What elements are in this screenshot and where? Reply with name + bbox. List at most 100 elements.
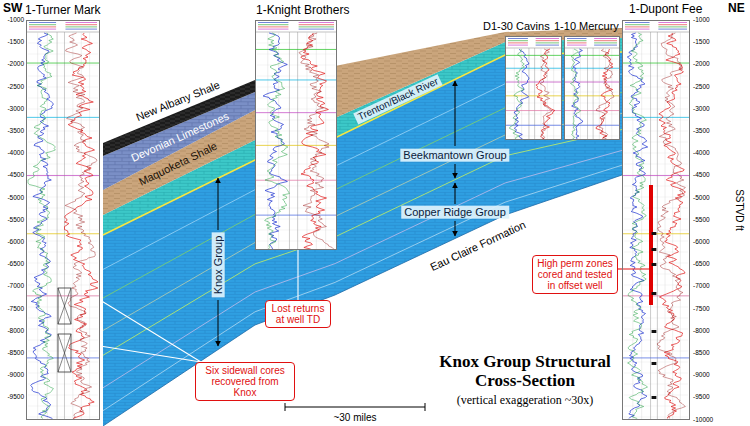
log-scale: [536, 38, 559, 39]
log-grid: [325, 32, 326, 249]
log-header-rule: [622, 32, 690, 33]
log-curve: [628, 33, 648, 419]
depth-tick-label: -1000: [7, 16, 24, 23]
depth-tick-label: -2500: [7, 83, 24, 90]
log-grid: [28, 197, 98, 198]
depth-tick-label: -9500: [693, 394, 710, 401]
well-log: [26, 20, 100, 420]
depth-tick-label: -9000: [693, 371, 710, 378]
track-divider: [297, 32, 298, 249]
log-grid: [28, 395, 98, 396]
log-scale: [65, 26, 97, 27]
log-grid: [267, 32, 268, 249]
formation-top: [505, 95, 562, 96]
log-grid: [507, 92, 560, 93]
depth-tick-label: -1500: [7, 38, 24, 45]
scale-label: ~30 miles: [333, 412, 376, 424]
group-arrow: [455, 221, 456, 236]
depth-tick-label: -8000: [693, 327, 710, 334]
log-scale: [29, 29, 56, 30]
log-scale: [65, 29, 97, 30]
log-scale: [594, 45, 617, 46]
group-label: Copper Ridge Group: [401, 206, 509, 219]
depth-tick-label: -7000: [7, 283, 24, 290]
log-curve: [540, 49, 552, 139]
log-scale: [508, 42, 528, 43]
formation-top: [622, 117, 690, 118]
log-grid: [257, 87, 335, 88]
group-label: Knox Group: [212, 233, 225, 298]
log-grid: [624, 65, 688, 66]
axis-title: SSTVD ft: [733, 189, 745, 231]
well-name: 1-Knight Brothers: [256, 3, 349, 17]
log-header-rule: [26, 32, 100, 33]
log-grid: [28, 87, 98, 88]
leader-line: [100, 300, 201, 362]
log-grid: [28, 263, 98, 264]
track-divider: [57, 32, 58, 419]
log-scale: [258, 24, 288, 25]
caption: (vertical exaggeration ~30x): [430, 393, 620, 407]
log-panel: [564, 36, 620, 140]
formation-base: [103, 175, 622, 426]
log-grid: [624, 219, 688, 220]
log-grid: [665, 32, 666, 419]
depth-tick-label: -6000: [693, 238, 710, 245]
log-scale: [658, 26, 687, 27]
callout-box: Lost returns at well TD: [265, 300, 331, 328]
depth-tick-label: -4500: [7, 172, 24, 179]
log-curve: [65, 33, 99, 419]
depth-tick-label: -7500: [693, 305, 710, 312]
log-grid: [624, 186, 688, 187]
log-grid: [28, 417, 98, 418]
title: Knox Group Structural Cross-Section: [430, 352, 620, 390]
depth-tick-label: -9000: [7, 371, 24, 378]
log-scale: [536, 42, 559, 43]
log-scale: [29, 26, 56, 27]
log-grid: [624, 329, 688, 330]
log-scale: [625, 24, 650, 25]
correlation-line: [103, 130, 622, 356]
log-curve: [596, 49, 614, 139]
log-grid: [316, 32, 317, 249]
formation-top: [255, 215, 337, 216]
group-arrow: [455, 81, 456, 146]
depth-marker: [652, 396, 657, 399]
log-grid: [257, 175, 335, 176]
log-grid: [624, 373, 688, 374]
log-grid: [28, 76, 98, 77]
log-grid: [257, 120, 335, 121]
depth-marker: [652, 263, 657, 266]
depth-tick-label: -7000: [693, 283, 710, 290]
leader-line: [622, 269, 649, 270]
log-grid: [624, 131, 688, 132]
core-interval: [58, 334, 71, 372]
log-grid: [566, 92, 618, 93]
strata: [103, 28, 622, 426]
depth-tick-label: -2500: [693, 83, 710, 90]
log-scale: [65, 22, 97, 23]
log-scale: [299, 29, 334, 30]
formation-top: [505, 55, 562, 56]
callout-text: Lost returns at well TD: [269, 303, 327, 325]
depth-tick-label: -3000: [693, 105, 710, 112]
log-scale: [567, 42, 587, 43]
log-grid: [257, 164, 335, 165]
log-grid: [278, 32, 279, 249]
log-grid: [28, 219, 98, 220]
well-log: [564, 36, 620, 140]
log-grid: [257, 109, 335, 110]
formation-top: [564, 125, 620, 126]
log-curve: [299, 33, 334, 249]
log-curve: [514, 49, 529, 139]
log-panel: [505, 36, 562, 140]
log-grid: [507, 81, 560, 82]
well-name: 1-Dupont Fee: [629, 2, 702, 16]
log-grid: [624, 142, 688, 143]
depth-tick-label: -10000: [693, 416, 713, 423]
compass-direction: NE: [728, 2, 745, 16]
log-scale: [508, 40, 528, 41]
formation-top: [255, 49, 337, 50]
scale-tick: [425, 403, 426, 411]
